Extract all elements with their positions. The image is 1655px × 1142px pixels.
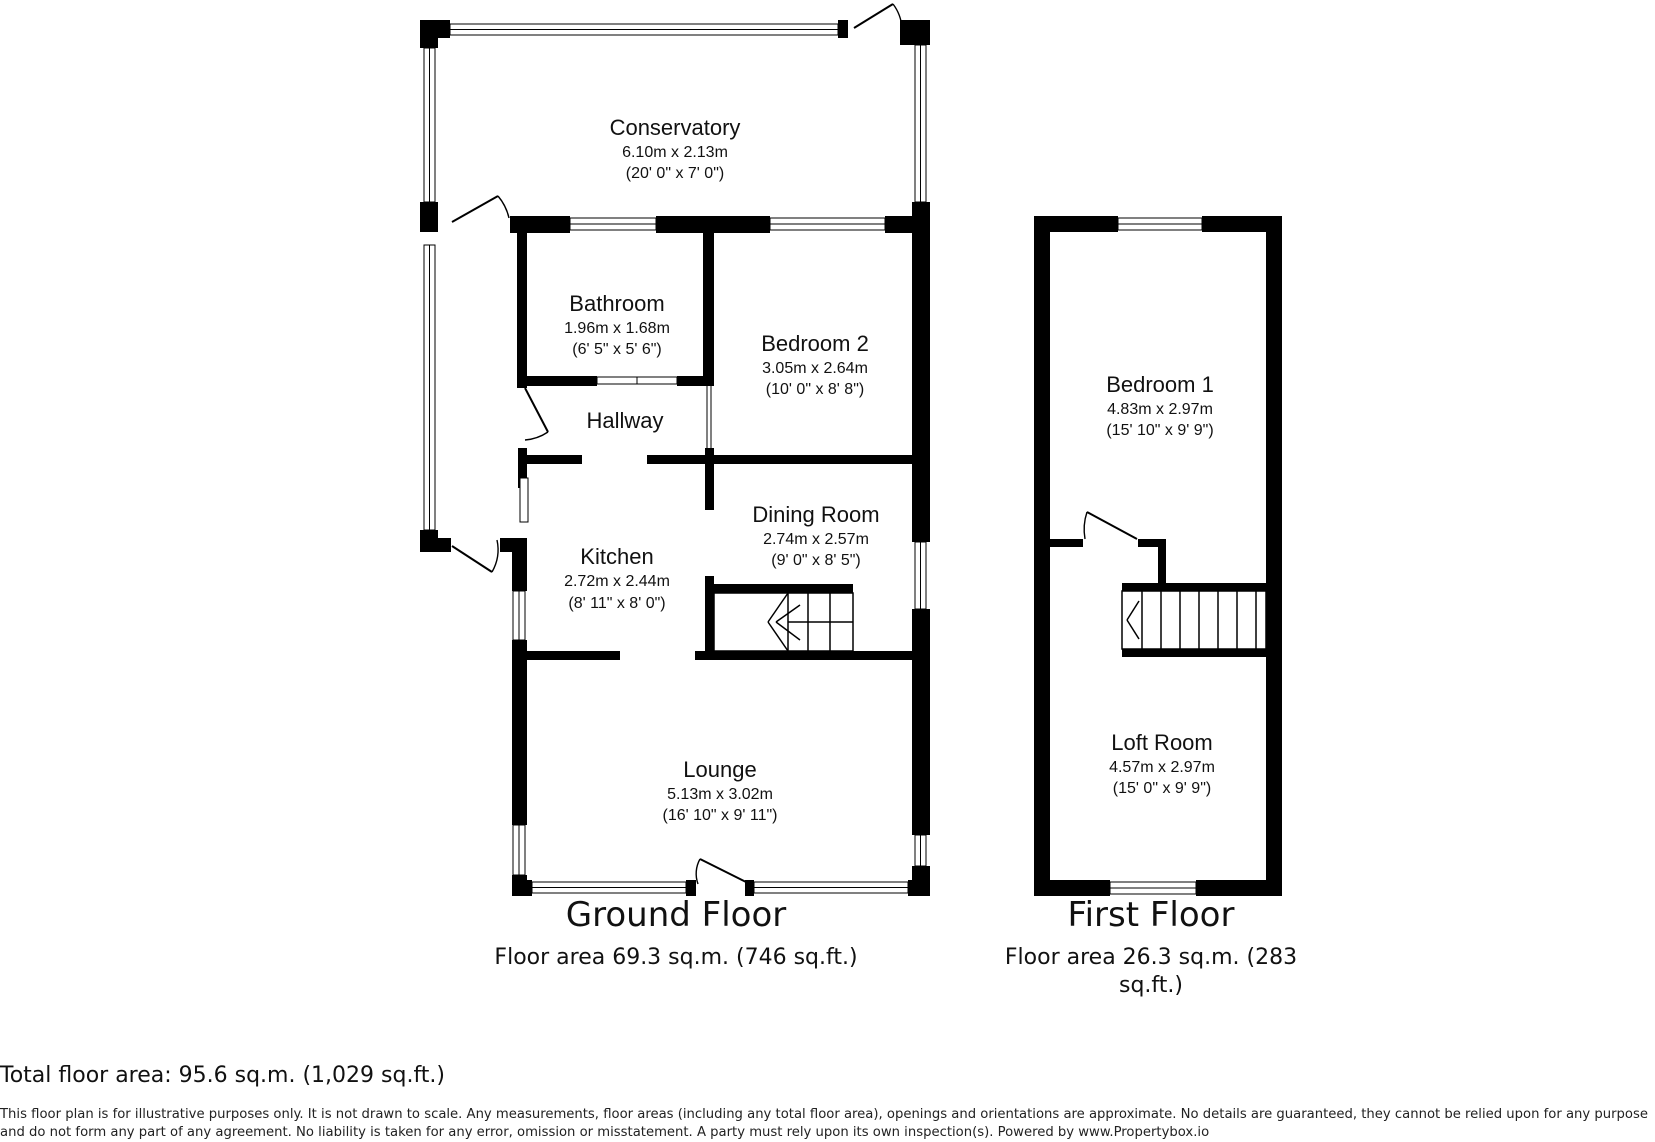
room-name: Bathroom	[569, 291, 664, 316]
floor-area: Floor area 69.3 sq.m. (746 sq.ft.)	[494, 945, 857, 970]
room-name: Bedroom 1	[1106, 372, 1214, 397]
total-floor-area: Total floor area: 95.6 sq.m. (1,029 sq.f…	[0, 1063, 446, 1088]
room-dimensions-imperial: (15' 0" x 9' 9")	[1113, 780, 1211, 797]
first-floor-windows	[1109, 217, 1203, 895]
room-bathroom: Bathroom 1.96m x 1.68m (6' 5" x 5' 6")	[564, 291, 670, 358]
floor-area-line-2: sq.ft.)	[1119, 973, 1183, 998]
floor-area-line-1: Floor area 26.3 sq.m. (283	[1005, 945, 1297, 970]
room-name: Dining Room	[752, 502, 879, 527]
room-dimensions-metric: 4.57m x 2.97m	[1109, 759, 1215, 776]
room-name: Lounge	[683, 757, 756, 782]
ground-floor-walls	[420, 20, 930, 896]
room-name: Loft Room	[1111, 730, 1213, 755]
room-dimensions-imperial: (8' 11" x 8' 0")	[568, 595, 665, 612]
room-dimensions-imperial: (15' 10" x 9' 9")	[1106, 422, 1213, 439]
ground-floor-windows	[423, 23, 927, 896]
floor-plan: Conservatory 6.10m x 2.13m (20' 0" x 7' …	[420, 3, 1297, 998]
room-hallway: Hallway	[586, 408, 663, 433]
room-conservatory: Conservatory 6.10m x 2.13m (20' 0" x 7' …	[610, 115, 741, 182]
room-dimensions-metric: 5.13m x 3.02m	[667, 786, 773, 803]
room-loft-room: Loft Room 4.57m x 2.97m (15' 0" x 9' 9")	[1109, 730, 1215, 797]
room-name: Conservatory	[610, 115, 741, 140]
room-dimensions-imperial: (10' 0" x 8' 8")	[766, 381, 864, 398]
room-kitchen: Kitchen 2.72m x 2.44m (8' 11" x 8' 0")	[564, 544, 670, 612]
room-dimensions-imperial: (16' 10" x 9' 11")	[662, 807, 777, 824]
room-dimensions-imperial: (9' 0" x 8' 5")	[771, 552, 861, 569]
floor-title: Ground Floor	[566, 895, 786, 935]
room-dimensions-metric: 6.10m x 2.13m	[622, 144, 728, 161]
first-floor-stairs	[1121, 590, 1267, 650]
ground-floor-doors	[451, 3, 903, 885]
room-bedroom-1: Bedroom 1 4.83m x 2.97m (15' 10" x 9' 9"…	[1106, 372, 1214, 439]
room-bedroom-2: Bedroom 2 3.05m x 2.64m (10' 0" x 8' 8")	[761, 331, 869, 398]
room-dining-room: Dining Room 2.74m x 2.57m (9' 0" x 8' 5"…	[752, 502, 879, 569]
disclaimer: This floor plan is for illustrative purp…	[0, 1107, 1648, 1140]
ground-floor-stairs	[713, 592, 854, 652]
room-dimensions-metric: 2.72m x 2.44m	[564, 573, 670, 590]
room-dimensions-metric: 4.83m x 2.97m	[1107, 401, 1213, 418]
room-name: Hallway	[586, 408, 663, 433]
room-dimensions-metric: 2.74m x 2.57m	[763, 531, 869, 548]
first-floor-doors	[1083, 511, 1138, 540]
room-name: Bedroom 2	[761, 331, 869, 356]
floor-title: First Floor	[1068, 895, 1235, 935]
room-dimensions-metric: 1.96m x 1.68m	[564, 320, 670, 337]
room-dimensions-imperial: (6' 5" x 5' 6")	[572, 341, 662, 358]
room-dimensions-metric: 3.05m x 2.64m	[762, 360, 868, 377]
room-name: Kitchen	[580, 544, 653, 569]
room-dimensions-imperial: (20' 0" x 7' 0")	[626, 165, 724, 182]
ground-floor-caption: Ground Floor Floor area 69.3 sq.m. (746 …	[494, 895, 857, 970]
room-lounge: Lounge 5.13m x 3.02m (16' 10" x 9' 11")	[662, 757, 777, 824]
first-floor-walls	[1034, 216, 1282, 896]
first-floor-caption: First Floor Floor area 26.3 sq.m. (283 s…	[1005, 895, 1297, 998]
